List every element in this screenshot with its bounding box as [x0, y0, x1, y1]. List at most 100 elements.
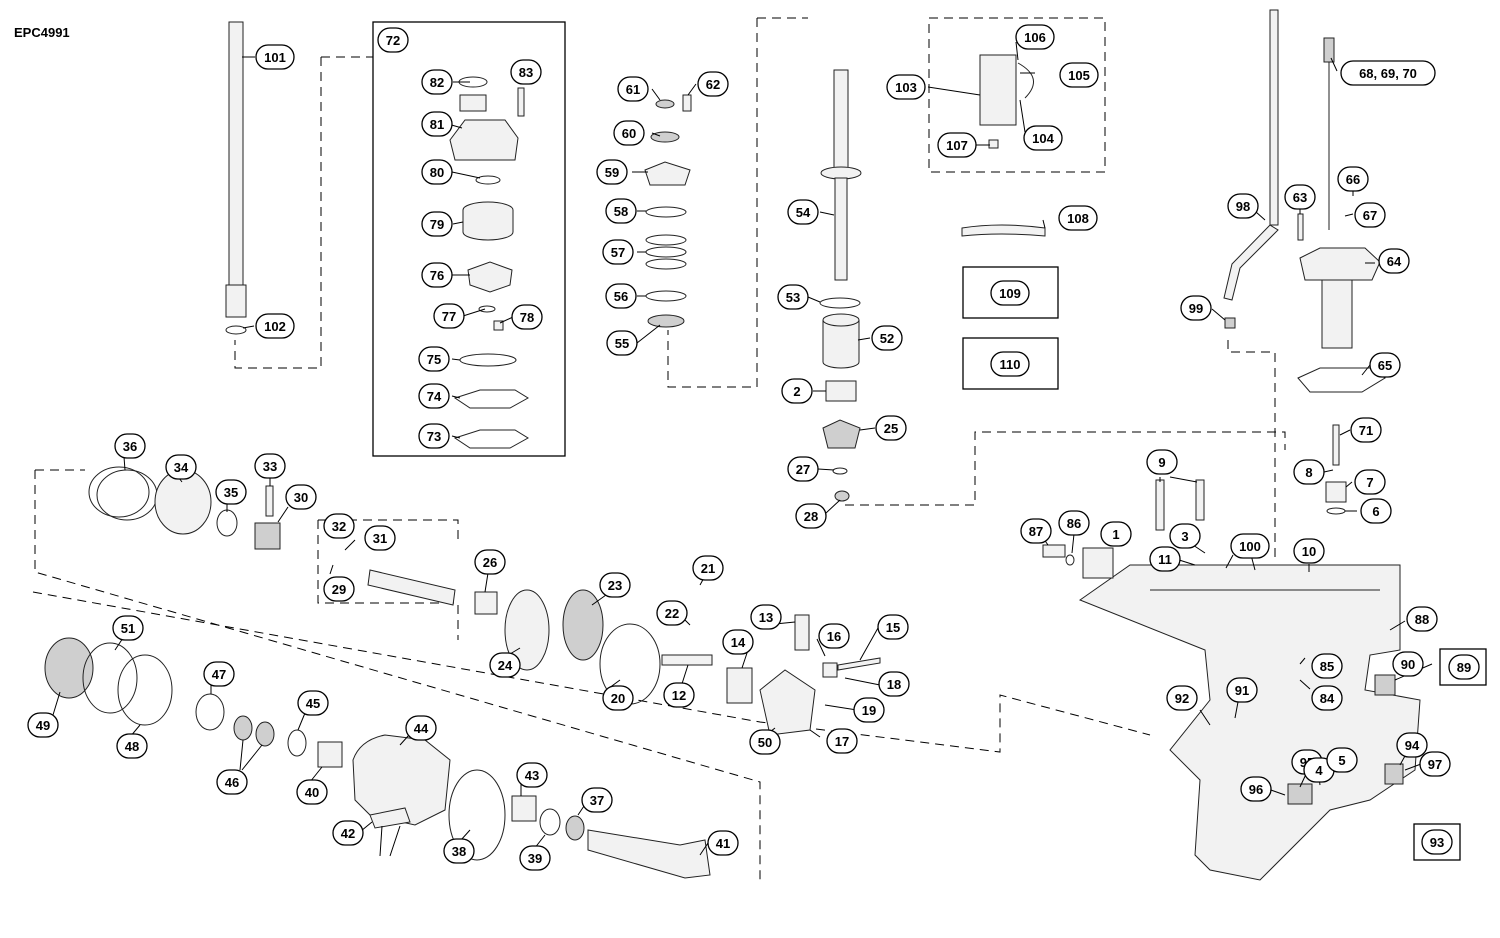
callout-pill	[596, 159, 628, 185]
callout-pill	[787, 456, 819, 482]
part-90	[1374, 674, 1396, 696]
callout-53: 53	[777, 284, 809, 310]
callout-number: 58	[614, 204, 628, 219]
callout-number: 2	[793, 384, 800, 399]
callout-pill	[474, 549, 506, 575]
callout-34: 34	[165, 454, 197, 480]
callout-pill	[707, 830, 739, 856]
callout-number: 71	[1359, 423, 1373, 438]
part-35	[216, 509, 238, 537]
part-73	[453, 429, 529, 449]
part-82-sleeve	[459, 94, 487, 112]
callout-pill	[519, 845, 551, 871]
callout-pill	[1311, 653, 1343, 679]
callout-pill	[777, 284, 809, 310]
callout-pill	[1354, 202, 1386, 228]
callout-74: 74	[418, 383, 450, 409]
callout-number: 85	[1320, 659, 1334, 674]
callout-number: 53	[786, 290, 800, 305]
callout-pill	[826, 728, 858, 754]
part-59	[644, 161, 691, 186]
callout-49: 49	[27, 712, 59, 738]
callout-pill	[297, 690, 329, 716]
callout-number: 64	[1387, 254, 1402, 269]
callout-98: 98	[1227, 193, 1259, 219]
box-110	[962, 337, 1059, 390]
callout-number: 48	[125, 739, 139, 754]
callout-number: 31	[373, 531, 387, 546]
callout-number: 50	[758, 735, 772, 750]
callout-2: 2	[781, 378, 813, 404]
part-46	[287, 729, 307, 757]
callout-pill	[1396, 732, 1428, 758]
callout-number: 77	[442, 309, 456, 324]
callout-12: 12	[663, 682, 695, 708]
callout-57: 57	[602, 239, 634, 265]
callout-55: 55	[606, 330, 638, 356]
callout-pill	[692, 555, 724, 581]
callout-92: 92	[1166, 685, 1198, 711]
water-pump-kit-box	[372, 21, 566, 457]
part-78	[493, 320, 504, 331]
callout-68-69-70: 68, 69, 70	[1340, 60, 1436, 86]
callout-number: 100	[1239, 539, 1261, 554]
callout-pill	[1369, 352, 1401, 378]
callout-101: 101	[255, 44, 295, 70]
callout-pill	[421, 262, 453, 288]
part-56	[645, 290, 687, 302]
callout-25: 25	[875, 415, 907, 441]
callout-pill	[1448, 654, 1480, 680]
callout-number: 47	[212, 667, 226, 682]
callout-number: 110	[1000, 357, 1021, 372]
part-16	[726, 667, 753, 704]
callout-52: 52	[871, 325, 903, 351]
callout-pill	[323, 513, 355, 539]
callout-13: 13	[750, 604, 782, 630]
part-24	[562, 589, 604, 661]
callout-pill	[1293, 459, 1325, 485]
callout-27: 27	[787, 456, 819, 482]
callout-number: 45	[306, 696, 320, 711]
callout-pill	[617, 76, 649, 102]
callout-pill	[215, 479, 247, 505]
callout-number: 102	[264, 319, 286, 334]
callout-pill	[296, 779, 328, 805]
part-88	[1042, 544, 1066, 558]
callout-pill	[112, 615, 144, 641]
callout-number: 55	[615, 336, 629, 351]
callout-pill	[886, 74, 926, 100]
part-83-bolt	[517, 87, 525, 117]
callout-29: 29	[323, 576, 355, 602]
part-61	[655, 99, 675, 109]
callout-number: 8	[1305, 465, 1312, 480]
callout-number: 40	[305, 785, 319, 800]
callout-number: 39	[528, 851, 542, 866]
callout-35: 35	[215, 479, 247, 505]
callout-number: 104	[1032, 131, 1054, 146]
callout-48: 48	[116, 733, 148, 759]
callout-94: 94	[1396, 732, 1428, 758]
callout-108: 108	[1058, 205, 1098, 231]
box-93	[1413, 823, 1461, 861]
part-36b	[96, 469, 158, 521]
callout-62: 62	[697, 71, 729, 97]
callout-pill	[818, 623, 850, 649]
callout-number: 75	[427, 352, 441, 367]
part-50	[82, 642, 138, 714]
callout-64: 64	[1378, 248, 1410, 274]
part-28	[834, 490, 850, 502]
callout-22: 22	[656, 600, 688, 626]
part-57a	[645, 234, 687, 246]
callout-31: 31	[364, 525, 396, 551]
callout-pill	[853, 697, 885, 723]
callout-number: 93	[1430, 835, 1444, 850]
callout-11: 11	[1149, 546, 1181, 572]
part-62	[682, 94, 692, 112]
callout-pill	[602, 685, 634, 711]
callout-54: 54	[787, 199, 819, 225]
part-40	[352, 734, 451, 826]
part-54-flange	[820, 166, 862, 180]
callout-pill	[1058, 205, 1098, 231]
callout-number: 98	[1236, 199, 1250, 214]
callout-number: 30	[294, 490, 308, 505]
